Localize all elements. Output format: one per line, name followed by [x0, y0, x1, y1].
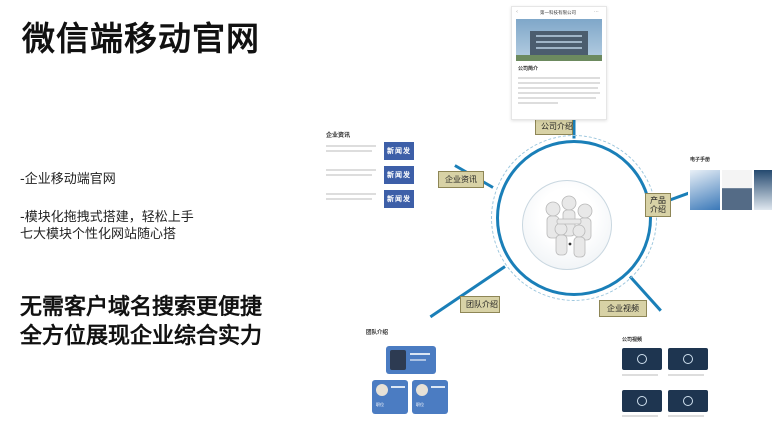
video-thumb-1[interactable] — [622, 348, 662, 370]
team-member-1[interactable]: 职位 — [372, 380, 408, 414]
text-line — [622, 374, 658, 376]
team-card-heading: 团队介绍 — [366, 330, 389, 336]
slogan-showcase: 全方位展现企业综合实力 — [20, 324, 263, 349]
company-intro-card: ‹ 第一科技有限公司 ··· 公司简介 — [511, 6, 607, 120]
product-card-heading: 电子手册 — [690, 157, 711, 163]
text-line — [668, 374, 704, 376]
text-line — [622, 415, 658, 417]
text-line — [668, 415, 704, 417]
video-thumb-3[interactable] — [622, 390, 662, 412]
team-figures-image — [522, 180, 612, 270]
text-line — [326, 150, 372, 152]
brochure-cover-2[interactable] — [722, 170, 752, 210]
text-line — [326, 198, 372, 200]
text-line — [518, 82, 600, 84]
text-line — [326, 193, 376, 195]
tag-team-intro[interactable]: 团队介绍 — [460, 296, 500, 313]
building-image — [516, 19, 602, 61]
text-line — [326, 145, 376, 147]
more-icon[interactable]: ··· — [594, 9, 599, 15]
video-thumb-2[interactable] — [668, 348, 708, 370]
news-thumbnail[interactable]: 新闻发布 — [384, 142, 414, 173]
video-thumb-4[interactable] — [668, 390, 708, 412]
text-line — [518, 102, 558, 104]
bullet-mobile-site: -企业移动端官网 — [20, 172, 116, 187]
news-thumbnail[interactable]: 新闻发布 — [384, 190, 414, 221]
tag-company-news[interactable]: 企业资讯 — [438, 171, 484, 188]
video-card-heading: 公司视频 — [622, 337, 643, 343]
team-member-2[interactable]: 职位 — [412, 380, 448, 414]
company-card-header: 第一科技有限公司 — [540, 11, 576, 16]
play-icon — [683, 354, 693, 364]
play-icon — [637, 396, 647, 406]
tag-company-video[interactable]: 企业视频 — [599, 300, 647, 317]
page-title: 微信端移动官网 — [22, 19, 260, 58]
avatar — [376, 384, 388, 396]
company-section-title: 公司简介 — [518, 66, 539, 72]
bullet-modular: -模块化拖拽式搭建，轻松上手 — [20, 210, 194, 225]
tag-product-intro[interactable]: 产品 介绍 — [645, 193, 671, 217]
text-line — [518, 87, 598, 89]
play-icon — [637, 354, 647, 364]
text-line — [518, 77, 600, 79]
brochure-cover-3[interactable] — [754, 170, 772, 210]
slogan-search: 无需客户域名搜索更便捷 — [20, 295, 263, 320]
team-intro-card: 团队介绍 职位 职位 — [362, 326, 458, 418]
text-line — [518, 97, 596, 99]
bullet-seven-modules: 七大模块个性化网站随心搭 — [20, 227, 177, 242]
text-line — [326, 169, 376, 171]
text-line — [518, 92, 600, 94]
avatar — [390, 350, 406, 370]
member-role: 职位 — [416, 402, 424, 407]
hub-circle — [496, 140, 652, 296]
hub-dashed-ring — [491, 135, 657, 301]
back-icon[interactable]: ‹ — [516, 9, 518, 15]
tag-company-intro[interactable]: 公司介绍 — [535, 118, 573, 135]
news-card-heading: 企业资讯 — [326, 132, 351, 139]
brochure-cover-1[interactable] — [690, 170, 720, 210]
text-line — [326, 174, 372, 176]
company-news-card: 企业资讯 新闻发布 新闻发布 新闻发布 — [320, 128, 416, 221]
company-video-card: 公司视频 — [618, 334, 714, 420]
member-role: 职位 — [376, 402, 384, 407]
avatar — [416, 384, 428, 396]
team-member-lead[interactable] — [386, 346, 436, 374]
news-thumbnail[interactable]: 新闻发布 — [384, 166, 414, 197]
figures-icon — [545, 195, 593, 258]
product-brochure-card: 电子手册 — [688, 156, 772, 216]
play-icon — [683, 396, 693, 406]
